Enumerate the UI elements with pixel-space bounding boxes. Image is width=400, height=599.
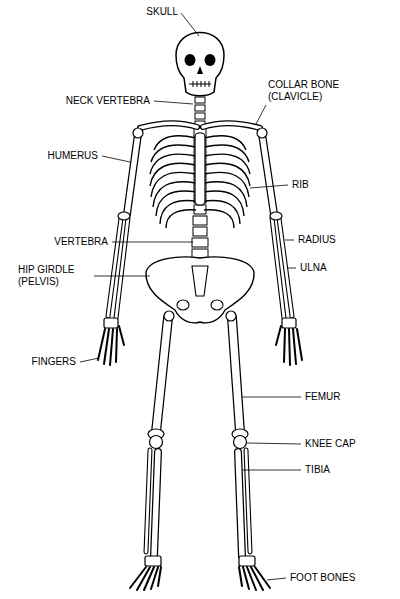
femur bbox=[232, 318, 240, 432]
skull bbox=[176, 33, 224, 96]
rib bbox=[204, 145, 249, 162]
pelvis-hole bbox=[177, 300, 189, 310]
nose-cavity bbox=[197, 66, 203, 74]
part-label: FINGERS bbox=[32, 356, 76, 368]
leader-line bbox=[288, 268, 296, 269]
long-bones-outline bbox=[108, 123, 292, 556]
ulna bbox=[108, 218, 121, 316]
vertebra bbox=[192, 238, 208, 247]
knee-cap bbox=[234, 436, 247, 449]
part-label: COLLAR BONE (CLAVICLE) bbox=[268, 79, 352, 103]
tibia bbox=[154, 452, 158, 556]
wrist-bones bbox=[104, 318, 118, 328]
clavicle bbox=[140, 123, 197, 128]
long-bones-fill bbox=[108, 123, 292, 556]
feet bbox=[130, 556, 270, 590]
humerus bbox=[127, 134, 138, 214]
shoulder-joint bbox=[257, 128, 267, 138]
clavicle bbox=[140, 123, 197, 128]
rib bbox=[204, 136, 246, 150]
tibia bbox=[154, 452, 158, 556]
neck-vertebra bbox=[195, 113, 205, 119]
humerus bbox=[262, 134, 274, 214]
rib bbox=[154, 136, 196, 150]
leader-line bbox=[112, 242, 193, 243]
ankle-bones bbox=[239, 556, 255, 566]
vertebra bbox=[193, 216, 207, 225]
leader-line bbox=[285, 240, 294, 241]
tibia bbox=[238, 452, 242, 556]
leader-line bbox=[267, 578, 286, 580]
teeth bbox=[189, 81, 211, 87]
rib bbox=[204, 210, 234, 228]
wrist-bones bbox=[282, 318, 296, 328]
rib bbox=[166, 210, 196, 228]
part-label: FOOT BONES bbox=[290, 572, 355, 584]
elbow-joint bbox=[118, 212, 130, 220]
knee-cap bbox=[150, 436, 163, 449]
eye-socket bbox=[205, 54, 216, 66]
humerus bbox=[262, 134, 274, 214]
neck-vertebra bbox=[195, 105, 205, 111]
fibula bbox=[146, 450, 150, 552]
part-label: RIB bbox=[292, 179, 309, 191]
femur bbox=[156, 318, 168, 432]
femur-head bbox=[164, 311, 174, 321]
humerus bbox=[127, 134, 138, 214]
fibula bbox=[146, 450, 150, 552]
toe-bones bbox=[239, 567, 270, 590]
part-label: VERTEBRA bbox=[54, 236, 108, 248]
leader-line bbox=[247, 443, 301, 444]
leader-line bbox=[250, 185, 288, 188]
leader-line bbox=[80, 358, 99, 362]
shoulder-joint bbox=[133, 128, 143, 138]
elbow-joint bbox=[270, 212, 282, 220]
tibia bbox=[238, 452, 242, 556]
femur bbox=[232, 318, 240, 432]
pelvis bbox=[146, 257, 254, 323]
part-label: KNEE CAP bbox=[305, 438, 356, 450]
part-label: ULNA bbox=[300, 262, 327, 274]
eye-socket bbox=[185, 54, 196, 66]
ulna bbox=[272, 218, 284, 318]
rib bbox=[151, 145, 196, 162]
spine bbox=[192, 97, 208, 258]
leader-line bbox=[94, 276, 150, 277]
leader-line bbox=[256, 105, 266, 124]
pelvis-hole bbox=[211, 300, 223, 310]
rib bbox=[160, 200, 196, 224]
leader-line bbox=[154, 101, 193, 104]
rib bbox=[204, 200, 240, 224]
finger-bones bbox=[98, 326, 124, 365]
part-label: HIP GIRDLE (PELVIS) bbox=[18, 264, 90, 288]
femur-head bbox=[226, 311, 236, 321]
part-label: TIBIA bbox=[305, 464, 330, 476]
neck-vertebra bbox=[195, 97, 205, 103]
toe-bones bbox=[130, 567, 161, 590]
femur bbox=[156, 318, 168, 432]
leader-line bbox=[102, 156, 130, 162]
part-label: FEMUR bbox=[305, 391, 341, 403]
sternum bbox=[195, 133, 205, 205]
fibula bbox=[246, 450, 250, 552]
leader-line bbox=[242, 397, 301, 398]
ankle-bones bbox=[145, 556, 161, 566]
part-label: NECK VERTEBRA bbox=[66, 95, 150, 107]
leader-line bbox=[242, 470, 301, 471]
vertebra bbox=[193, 227, 207, 236]
part-label: HUMERUS bbox=[47, 150, 98, 162]
fibula bbox=[246, 450, 250, 552]
joints bbox=[118, 128, 282, 449]
part-label: SKULL bbox=[146, 6, 178, 18]
sacrum bbox=[192, 266, 208, 296]
hands bbox=[98, 318, 302, 365]
finger-bones bbox=[276, 326, 302, 365]
clavicle bbox=[203, 123, 260, 128]
part-label: RADIUS bbox=[298, 234, 336, 246]
leader-line bbox=[181, 13, 199, 36]
clavicle bbox=[203, 123, 260, 128]
